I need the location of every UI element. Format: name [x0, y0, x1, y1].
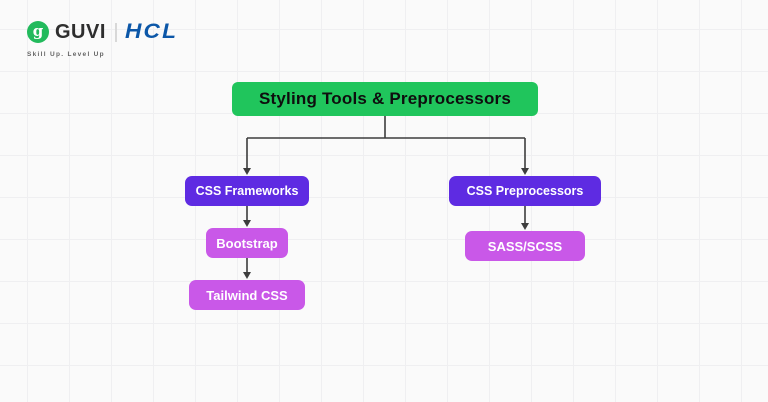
- arrowhead-bootstrap: [243, 220, 251, 227]
- node-bootstrap: Bootstrap: [206, 228, 288, 258]
- arrowhead-tailwind: [243, 272, 251, 279]
- node-sass-scss: SASS/SCSS: [465, 231, 585, 261]
- hcl-wordmark: HCL: [124, 20, 179, 43]
- node-styling-tools-title: Styling Tools & Preprocessors: [232, 82, 538, 116]
- guvi-logo-icon: g: [27, 21, 49, 43]
- logo-divider: [114, 22, 117, 42]
- node-css-preprocessors: CSS Preprocessors: [449, 176, 601, 206]
- brand-logo: g GUVI HCL Skill Up. Level Up: [27, 20, 176, 58]
- guvi-icon-letter: g: [32, 21, 44, 40]
- arrowhead-right-drop: [521, 168, 529, 175]
- guvi-wordmark: GUVI: [55, 20, 106, 43]
- node-tailwind-css: Tailwind CSS: [189, 280, 305, 310]
- node-css-frameworks: CSS Frameworks: [185, 176, 309, 206]
- arrowhead-sass: [521, 223, 529, 230]
- arrowhead-left-drop: [243, 168, 251, 175]
- logo-tagline: Skill Up. Level Up: [27, 51, 105, 58]
